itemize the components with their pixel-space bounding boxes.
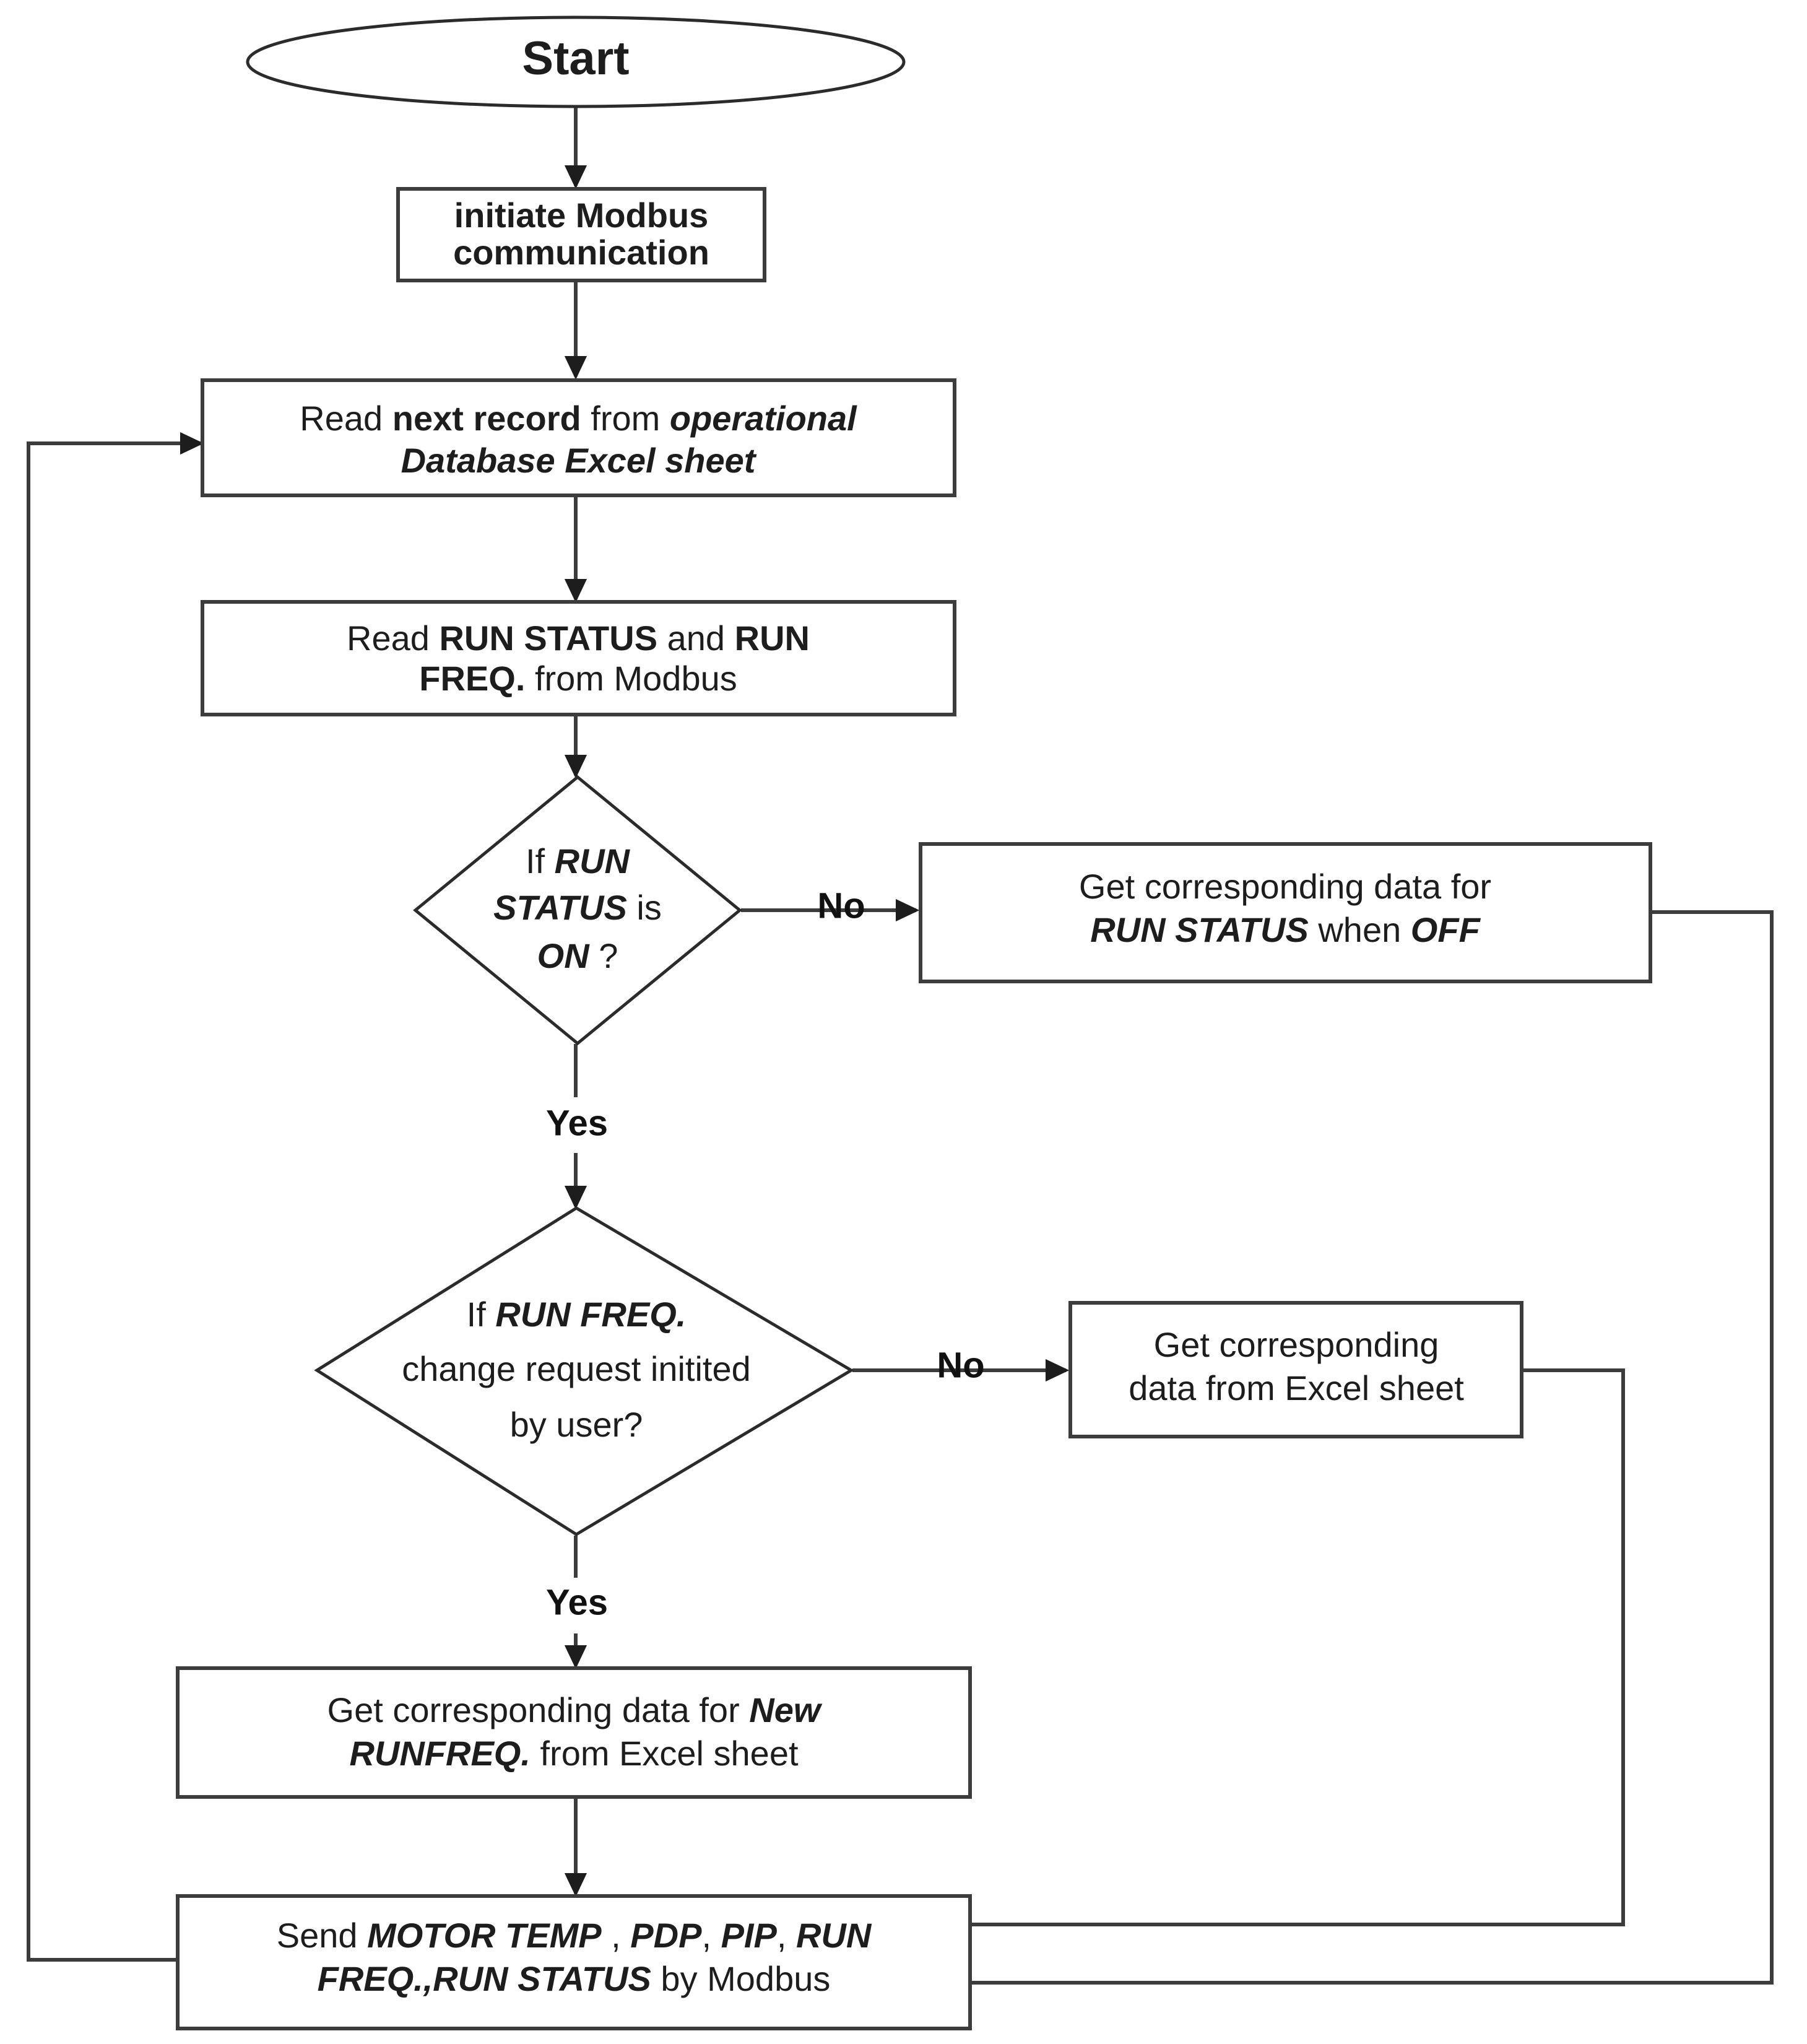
send-modbus-box [176,1894,972,2030]
node-start[interactable]: Start [246,15,906,108]
node-read-record[interactable]: Read next record from operational Databa… [201,378,956,497]
node-decide-status[interactable]: If RUN STATUS is ON ? [413,775,742,1046]
read-status-box [201,600,956,716]
node-get-new-freq[interactable]: Get corresponding data for New RUNFREQ. … [176,1666,972,1799]
decide-freq-diamond [314,1206,854,1536]
node-decide-freq[interactable]: If RUN FREQ. change request initited by … [314,1206,854,1536]
get-excel-data-line1: Get corresponding [1154,1325,1439,1364]
decide-status-line3: ON ? [537,936,618,975]
edge-send-to-read-record-loop [27,432,204,1962]
read-record-line1: Read next record from operational [300,399,857,438]
get-excel-data-box [1068,1301,1523,1438]
get-new-freq-box [176,1666,972,1799]
edge-label-freq-no: No [937,1345,984,1385]
start-ellipse [246,15,906,108]
read-status-line1: Read RUN STATUS and RUN [347,619,810,658]
decide-freq-line2: change request initited [402,1349,751,1388]
get-new-freq-line2: RUNFREQ. from Excel sheet [349,1734,799,1773]
decide-freq-line1: If RUN FREQ. [467,1295,687,1334]
send-modbus-line1: Send MOTOR TEMP , PDP, PIP, RUN [277,1916,872,1955]
decide-status-diamond [413,775,742,1046]
get-off-data-line1: Get corresponding data for [1079,867,1491,906]
init-modbus-line2: communication [453,233,709,272]
init-modbus-line1: initiate Modbus [454,196,709,235]
get-off-data-line2: RUN STATUS when OFF [1090,910,1481,949]
edge-labels: No Yes No Yes [546,885,985,1622]
node-init-modbus[interactable]: initiate Modbus communication [396,187,766,282]
send-modbus-line2: FREQ.,RUN STATUS by Modbus [318,1959,831,1998]
decide-status-line2: STATUS is [493,888,662,927]
read-record-box [201,378,956,497]
read-status-line2: FREQ. from Modbus [419,659,737,698]
get-excel-data-line2: data from Excel sheet [1129,1368,1464,1407]
edge-off-data-to-send [177,910,1774,1994]
node-send-modbus[interactable]: Send MOTOR TEMP , PDP, PIP, RUN FREQ.,RU… [176,1894,972,2030]
edge-excel-data-to-send [177,1368,1625,1936]
get-new-freq-line1: Get corresponding data for New [327,1690,823,1729]
read-record-line2: Database Excel sheet [401,441,757,480]
node-read-status[interactable]: Read RUN STATUS and RUN FREQ. from Modbu… [201,600,956,716]
node-get-excel-data[interactable]: Get corresponding data from Excel sheet [1068,1301,1523,1438]
edge-label-status-yes: Yes [546,1103,608,1143]
node-get-off-data[interactable]: Get corresponding data for RUN STATUS wh… [919,842,1652,983]
init-modbus-box [396,187,766,282]
edge-label-freq-yes: Yes [546,1582,608,1622]
decide-freq-line3: by user? [510,1405,643,1444]
get-off-data-box [919,842,1652,983]
start-label: Start [522,32,629,85]
decide-status-line1: If RUN [526,842,631,881]
edge-label-status-no: No [817,885,865,926]
